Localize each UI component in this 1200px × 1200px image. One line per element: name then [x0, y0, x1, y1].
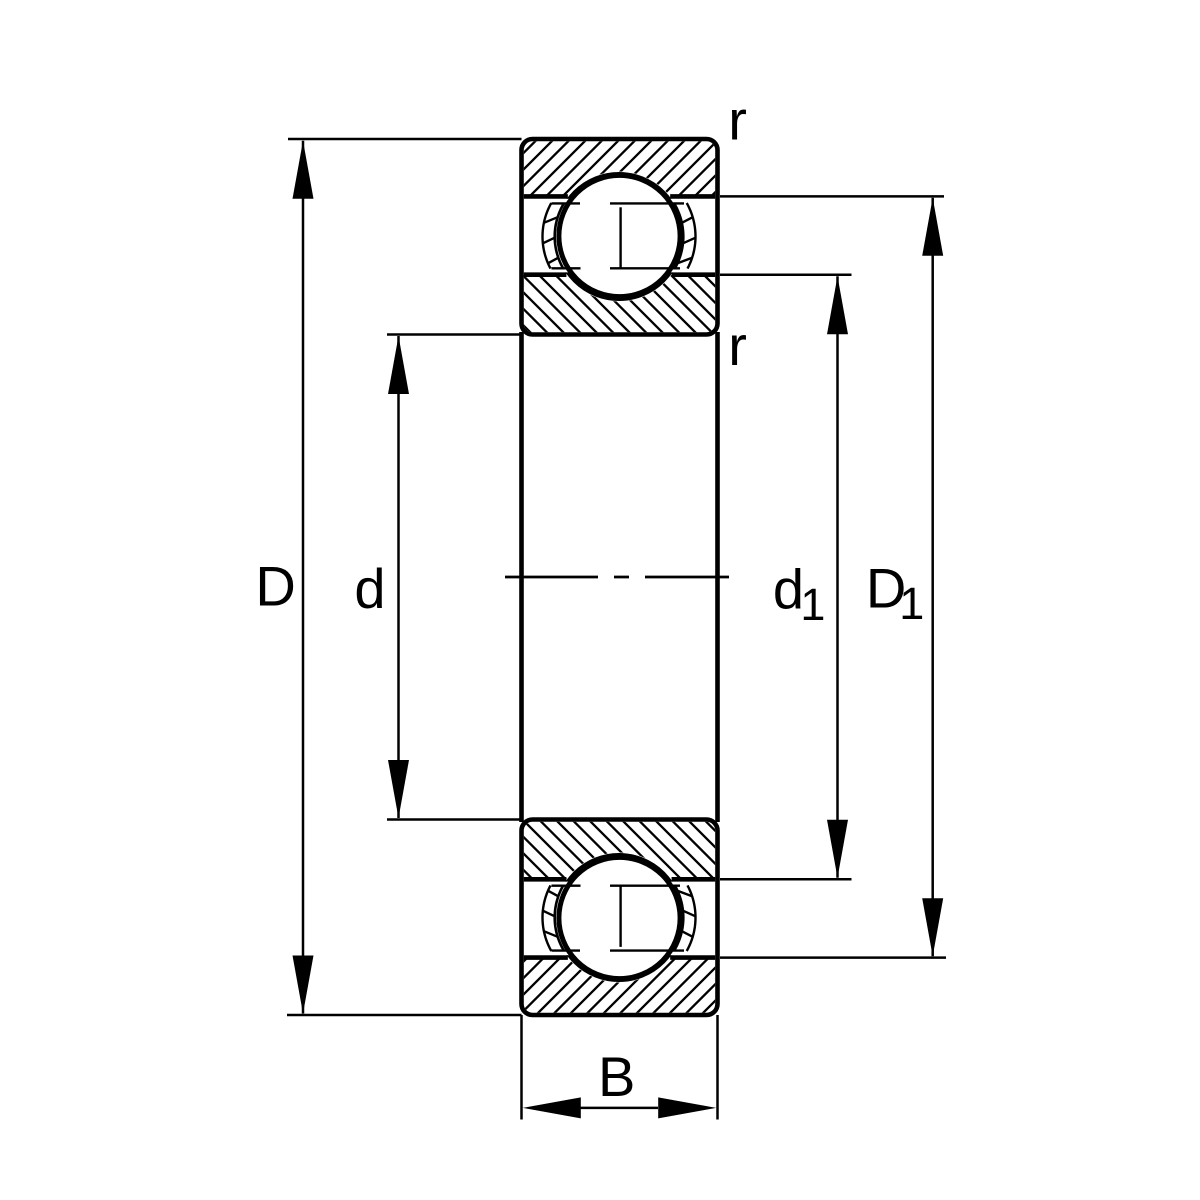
- svg-text:d: d: [773, 558, 804, 621]
- svg-text:B: B: [598, 1045, 635, 1108]
- svg-text:1: 1: [800, 579, 825, 630]
- svg-text:r: r: [728, 88, 747, 151]
- svg-text:D: D: [255, 555, 295, 618]
- svg-text:d: d: [354, 557, 385, 620]
- svg-text:r: r: [728, 314, 747, 377]
- svg-text:D: D: [866, 557, 906, 620]
- svg-text:1: 1: [899, 578, 924, 629]
